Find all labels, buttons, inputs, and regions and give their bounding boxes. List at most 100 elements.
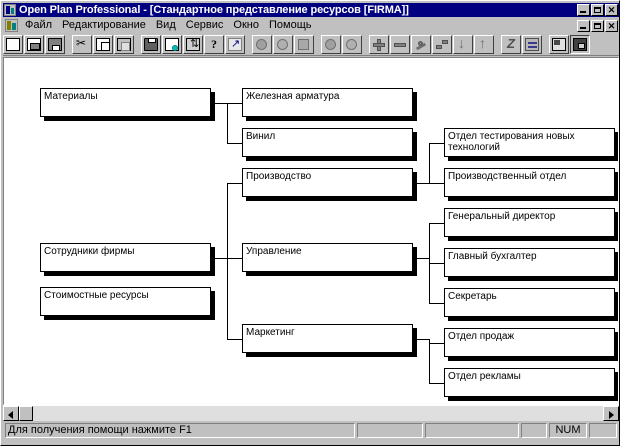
link-button[interactable] xyxy=(411,35,431,54)
resource-circle-button[interactable] xyxy=(252,35,272,54)
diagram-node-otdel-prodazh[interactable]: Отдел продаж xyxy=(444,328,615,357)
stair-step-icon xyxy=(435,38,449,51)
diagram-node-stoimost[interactable]: Стоимостные ресурсы xyxy=(40,287,211,316)
resource-box-button[interactable] xyxy=(294,35,314,54)
connector-line xyxy=(413,339,429,340)
menu-item-help[interactable]: Помощь xyxy=(268,19,312,31)
doc-minimize-button[interactable] xyxy=(577,19,590,32)
diagram-node-label: Материалы xyxy=(44,91,98,102)
stair-step-button[interactable] xyxy=(432,35,452,54)
diagram-node-label: Секретарь xyxy=(448,291,497,302)
diagram-node-proizvodstvo[interactable]: Производство xyxy=(242,168,413,197)
print-button[interactable] xyxy=(141,35,161,54)
title-bar[interactable]: Open Plan Professional - [Стандартное пр… xyxy=(3,3,619,17)
doc-close-icon: ✕ xyxy=(607,20,616,31)
horizontal-scrollbar[interactable] xyxy=(3,405,619,421)
move-up-button[interactable] xyxy=(474,35,494,54)
print-preview-button[interactable] xyxy=(162,35,182,54)
document-icon[interactable] xyxy=(5,19,18,32)
save-file-button[interactable] xyxy=(45,35,65,54)
doc-close-button[interactable]: ✕ xyxy=(605,19,618,32)
diagram-node-testirovanie[interactable]: Отдел тестирования новых технологий xyxy=(444,128,615,157)
scrollbar-track[interactable] xyxy=(19,406,603,421)
connector-line xyxy=(413,183,429,184)
diagram-node-otdel-reklamy[interactable]: Отдел рекламы xyxy=(444,368,615,397)
connector-line xyxy=(429,223,444,224)
move-down-button[interactable] xyxy=(453,35,473,54)
status-pane-2 xyxy=(425,423,519,438)
group-circle-button[interactable] xyxy=(342,35,362,54)
doc-restore-button[interactable] xyxy=(591,19,604,32)
cut-icon xyxy=(75,36,89,51)
add-icon xyxy=(372,38,386,51)
context-help-button[interactable] xyxy=(225,35,245,54)
new-file-button[interactable] xyxy=(3,35,23,54)
diagram-node-label: Производство xyxy=(246,171,312,182)
menu-item-view[interactable]: Вид xyxy=(155,19,176,31)
diagram-node-armatura[interactable]: Железная арматура xyxy=(242,88,413,117)
menu-item-edit[interactable]: Редактирование xyxy=(62,19,146,31)
copy-button[interactable] xyxy=(93,35,113,54)
connector-line xyxy=(413,258,429,259)
connector-line xyxy=(227,258,242,259)
filter-circle-button[interactable] xyxy=(321,35,341,54)
connector-line xyxy=(429,263,444,264)
cut-button[interactable] xyxy=(72,35,92,54)
connector-line xyxy=(227,143,242,144)
scroll-thumb[interactable] xyxy=(19,406,33,421)
tile-windows-icon xyxy=(552,38,566,51)
cascade-windows-icon xyxy=(573,38,587,51)
diagram-node-label: Отдел тестирования новых технологий xyxy=(448,131,575,153)
table-grid-button[interactable] xyxy=(522,35,542,54)
status-badge-num: NUM xyxy=(549,423,587,438)
diagram-node-materialy[interactable]: Материалы xyxy=(40,88,211,117)
resource-person-button[interactable] xyxy=(273,35,293,54)
connector-line xyxy=(429,143,430,183)
connector-line xyxy=(227,183,228,339)
maximize-button[interactable] xyxy=(591,4,604,16)
menu-item-tools[interactable]: Сервис xyxy=(185,19,224,31)
diagram-node-vinil[interactable]: Винил xyxy=(242,128,413,157)
move-down-icon xyxy=(456,36,470,51)
table-grid-icon xyxy=(525,38,539,51)
diagram-node-proizv-otdel[interactable]: Производственный отдел xyxy=(444,168,615,197)
resource-person-icon xyxy=(277,39,288,50)
help-button[interactable] xyxy=(204,35,224,54)
resource-box-icon xyxy=(298,39,309,50)
connector-line xyxy=(429,383,444,384)
diagram-node-gendirektor[interactable]: Генеральный директор xyxy=(444,208,615,237)
paste-button[interactable] xyxy=(114,35,134,54)
status-pane-5 xyxy=(589,423,617,438)
add-button[interactable] xyxy=(369,35,389,54)
diagram-node-label: Отдел продаж xyxy=(448,331,515,342)
toolbar xyxy=(3,34,619,56)
sort-button[interactable] xyxy=(183,35,203,54)
copy-icon xyxy=(96,38,110,51)
delete-button[interactable] xyxy=(390,35,410,54)
diagram-node-upravlenie[interactable]: Управление xyxy=(242,243,413,272)
filter-circle-icon xyxy=(325,39,336,50)
diagram-node-marketing[interactable]: Маркетинг xyxy=(242,324,413,353)
connector-line xyxy=(211,258,227,259)
connector-line xyxy=(429,183,444,184)
diagram-node-sekretar[interactable]: Секретарь xyxy=(444,288,615,317)
close-button[interactable]: ✕ xyxy=(605,4,618,16)
tile-windows-button[interactable] xyxy=(549,35,569,54)
minimize-button[interactable] xyxy=(577,4,590,16)
zigzag-button[interactable] xyxy=(501,35,521,54)
window-title: Open Plan Professional - [Стандартное пр… xyxy=(19,4,409,16)
diagram-node-buhgalter[interactable]: Главный бухгалтер xyxy=(444,248,615,277)
cascade-windows-button[interactable] xyxy=(570,35,590,54)
diagram-node-sotrudniki[interactable]: Сотрудники фирмы xyxy=(40,243,211,272)
open-file-button[interactable] xyxy=(24,35,44,54)
help-icon xyxy=(207,37,221,52)
scroll-left-icon[interactable] xyxy=(3,406,19,421)
diagram-node-label: Генеральный директор xyxy=(448,211,556,222)
menu-item-window[interactable]: Окно xyxy=(233,19,259,31)
sort-icon xyxy=(186,37,200,51)
scroll-right-icon[interactable] xyxy=(603,406,619,421)
menu-item-file[interactable]: Файл xyxy=(25,19,53,31)
diagram-node-label: Стоимостные ресурсы xyxy=(44,290,149,301)
diagram-node-label: Винил xyxy=(246,131,276,142)
